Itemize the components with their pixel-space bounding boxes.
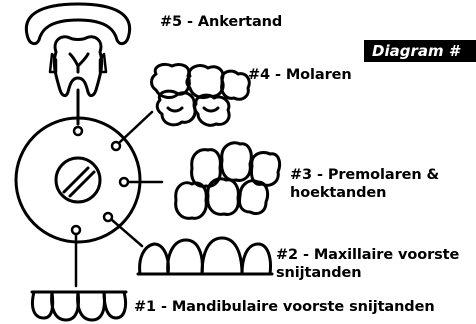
mandibular-incisors-icon — [30, 290, 128, 322]
label-molars: #4 - Molaren — [248, 67, 352, 83]
maxillary-incisors-icon — [136, 236, 274, 276]
connector-line — [118, 110, 154, 144]
label-premolars-line2: hoektanden — [290, 185, 387, 201]
label-anchor-tooth: #5 - Ankertand — [160, 14, 283, 30]
label-premolars-line1: #3 - Premolaren & — [290, 167, 440, 183]
premolars-canines-icon — [174, 141, 282, 220]
label-mandibular: #1 - Mandibulaire voorste snijtanden — [134, 299, 435, 315]
diagram-number-badge: Diagram # — [364, 40, 476, 62]
selector-dial — [14, 116, 142, 244]
anchor-tooth-icon — [24, 2, 132, 126]
connector-line — [110, 218, 144, 248]
label-maxillary-line2: snijtanden — [276, 265, 362, 281]
molars-icon — [150, 62, 251, 127]
label-maxillary-line1: #2 - Maxillaire voorste — [276, 247, 460, 263]
